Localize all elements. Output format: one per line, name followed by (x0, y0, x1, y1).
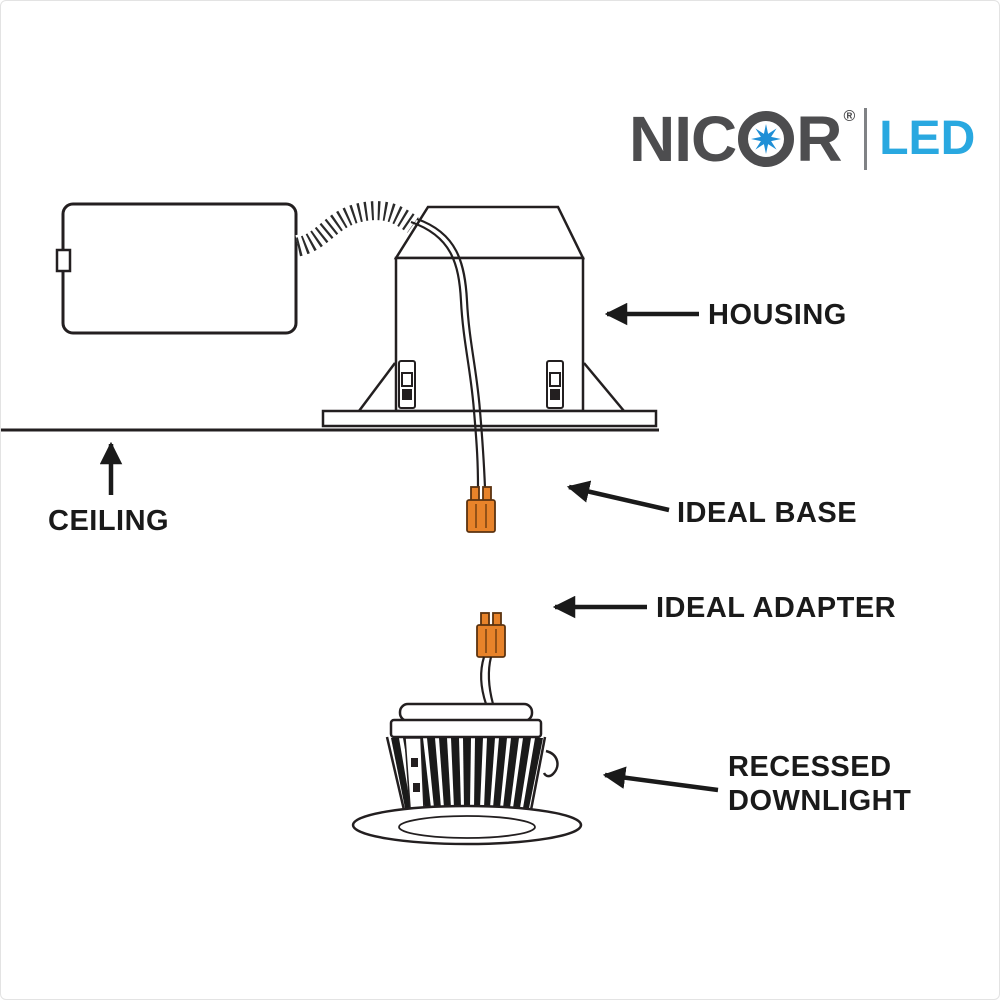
label-recessed-line1: RECESSED (728, 751, 892, 783)
downlight-driver-cover (398, 702, 534, 723)
label-ceiling: CEILING (48, 505, 170, 537)
right-bracket (583, 362, 625, 412)
friction-spring-hook (542, 749, 559, 778)
nicor-logo: NIC R® LED (629, 101, 975, 177)
ideal-base-connector-drawing (466, 486, 496, 533)
left-bracket (358, 362, 396, 412)
logo-divider (864, 108, 868, 170)
label-recessed-line2: DOWNLIGHT (728, 785, 912, 817)
mounting-plate (321, 362, 658, 428)
downlight-drawing (351, 702, 583, 846)
callout-arrows (99, 302, 719, 793)
logo-o-star-icon (738, 111, 795, 167)
adapter-wires (480, 656, 495, 705)
downlight-top-band (389, 718, 543, 739)
ideal-base-arrow (566, 480, 670, 513)
label-ideal-adapter: IDEAL ADAPTER (656, 592, 897, 624)
led-text: LED (879, 112, 976, 165)
brand-name: NIC R® (629, 103, 855, 175)
housing-clips (398, 360, 564, 409)
ideal-adapter-drawing (476, 612, 506, 658)
brand-part1: NIC (629, 103, 737, 175)
junction-box-drawing (55, 202, 298, 335)
trim-flange (351, 804, 583, 846)
brand-part2: R (796, 103, 842, 175)
label-recessed-downlight: RECESSED DOWNLIGHT (728, 750, 911, 818)
registered-mark: ® (843, 108, 855, 125)
housing-top-face (393, 205, 586, 260)
flex-conduit-drawing (294, 198, 420, 259)
label-housing: HOUSING (708, 299, 847, 331)
star-burst-icon (751, 124, 782, 154)
recessed-downlight-arrow (602, 766, 719, 793)
label-ideal-base: IDEAL BASE (677, 497, 858, 529)
trim-opening (398, 815, 536, 839)
supply-wires (410, 217, 487, 489)
